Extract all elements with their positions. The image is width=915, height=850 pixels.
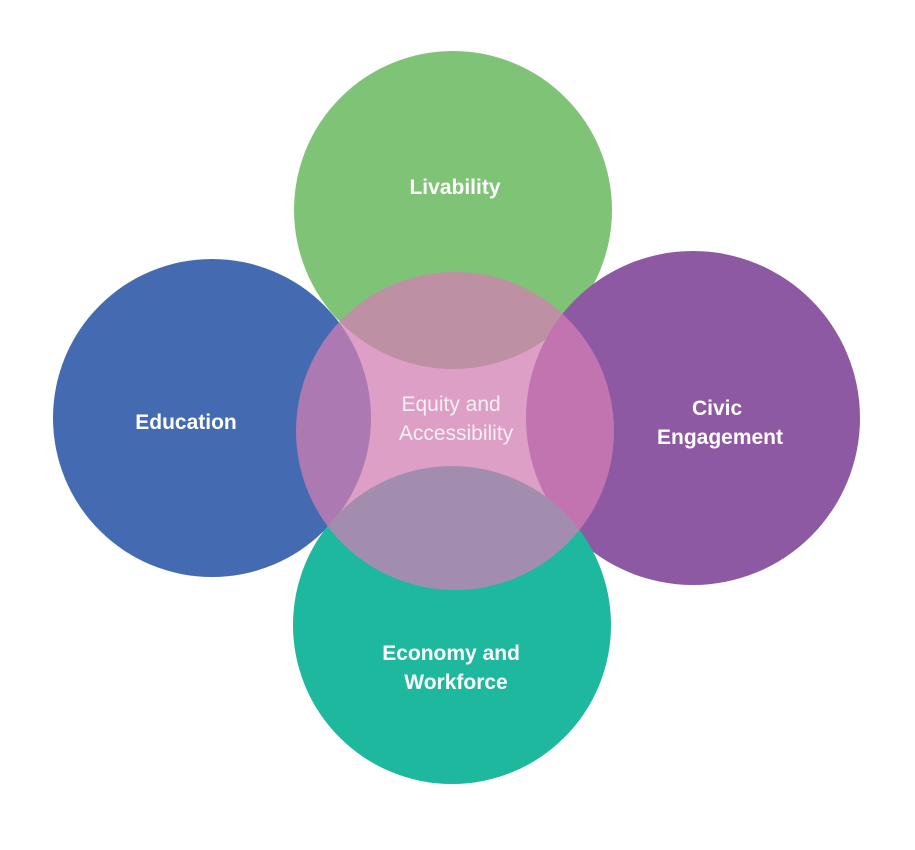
civic-engagement-label: Civic Engagement: [657, 397, 783, 449]
education-label: Education: [135, 411, 237, 434]
livability-circle: [294, 51, 612, 369]
education-circle: [53, 259, 371, 577]
civic-engagement-circle: [526, 251, 860, 585]
livability-label: Livability: [409, 176, 500, 199]
equity-accessibility-circle: [296, 272, 614, 590]
equity-accessibility-label: Equity and Accessibility: [399, 393, 514, 445]
economy-workforce-label: Economy and Workforce: [382, 642, 526, 694]
